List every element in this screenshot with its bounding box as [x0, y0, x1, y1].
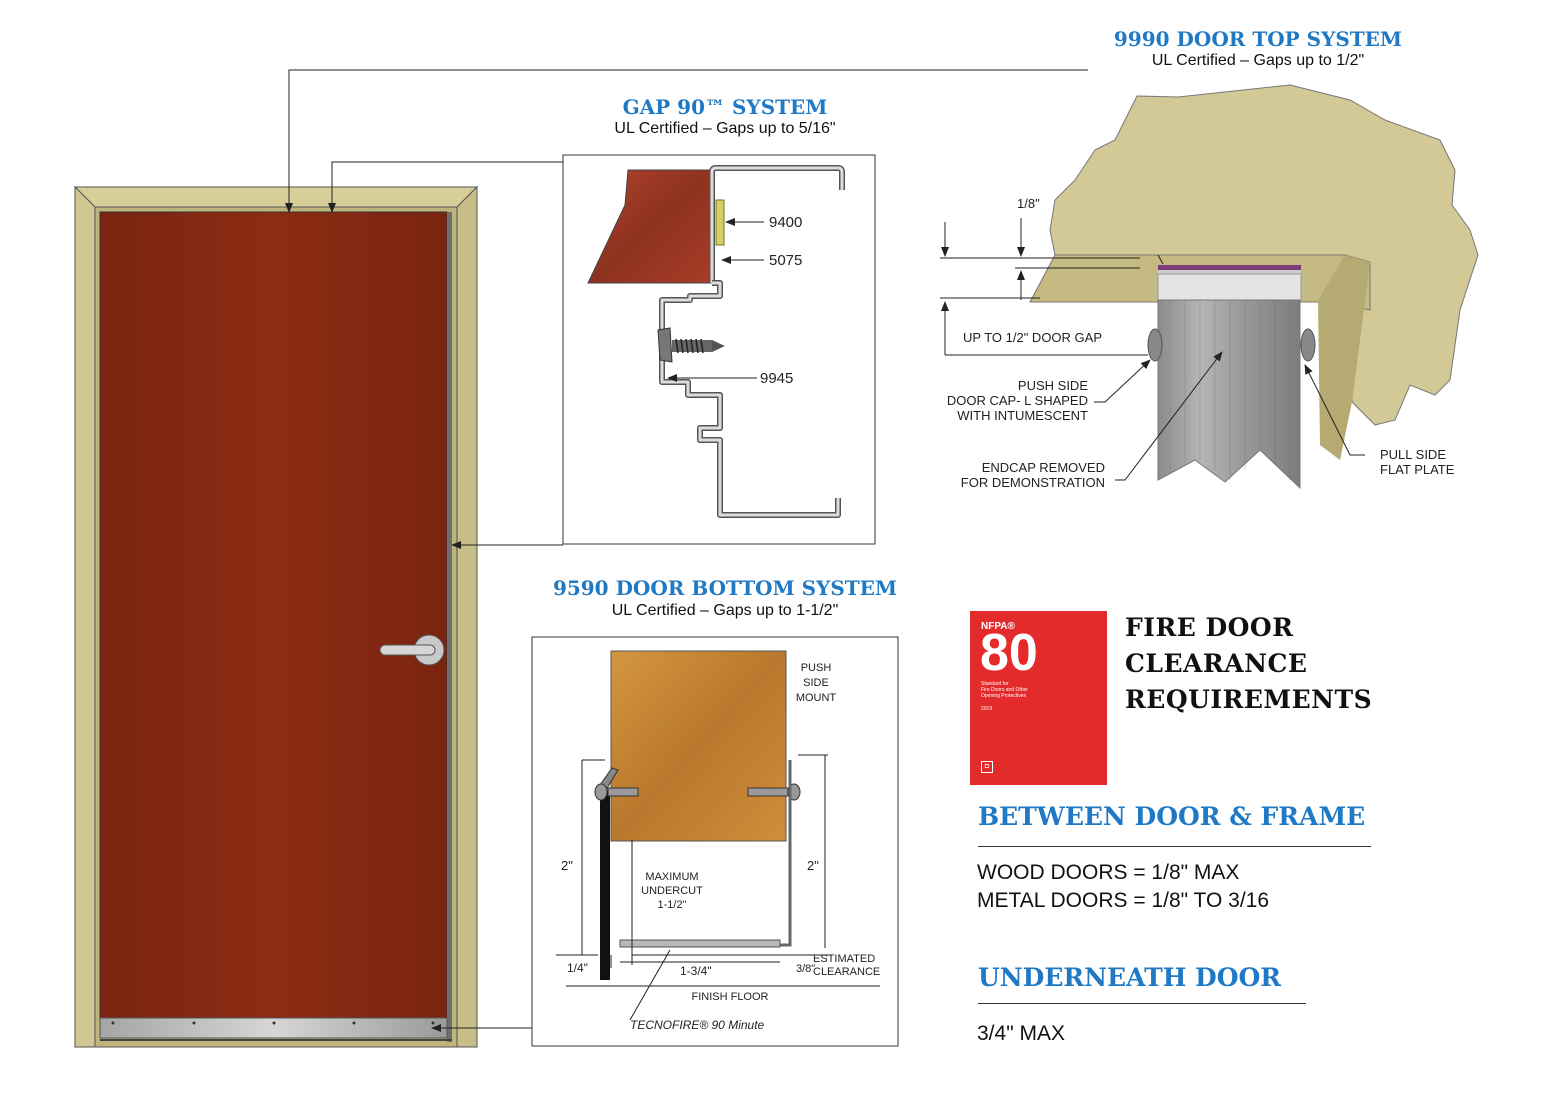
- dim-quarter: 1/4": [567, 961, 588, 975]
- gap90-title: GAP 90™ SYSTEM: [622, 95, 828, 119]
- part-5075: 5075: [769, 252, 803, 269]
- section-rule: [978, 846, 1371, 847]
- door-handle: [379, 634, 445, 666]
- metal-doors-text: METAL DOORS = 1/8" TO 3/16: [977, 889, 1270, 912]
- product-label: TECNOFIRE® 90 Minute: [630, 1018, 765, 1032]
- door-bottom-title: 9590 DOOR BOTTOM SYSTEM: [552, 576, 898, 600]
- part-9400: 9400: [769, 214, 803, 231]
- finish-floor-label: FINISH FLOOR: [691, 991, 769, 1003]
- part-9945: 9945: [760, 370, 794, 387]
- dim-width: 1-3/4": [680, 964, 712, 978]
- door-top-subtitle: UL Certified – Gaps up to 1/2": [1151, 52, 1365, 69]
- screw-icon: [657, 327, 725, 363]
- underneath-text: 3/4" MAX: [977, 1022, 1065, 1045]
- section-heading-frame: BETWEEN DOOR & FRAME: [978, 802, 1366, 831]
- door-top-title: 9990 DOOR TOP SYSTEM: [1113, 27, 1403, 51]
- gap-label: UP TO 1/2" DOOR GAP: [963, 330, 1102, 345]
- door-top-detail: [940, 84, 1479, 490]
- dim-eighth: 1/8": [1017, 196, 1040, 211]
- leader-lines: [285, 69, 1088, 1032]
- dim-clearance: 3/8": [796, 963, 816, 975]
- nfpa-80-book-icon: NFPA® 80 Standard for Fire Doors and Oth…: [970, 611, 1107, 785]
- clearance-title: FIRE DOOR CLEARANCE REQUIREMENTS: [1125, 613, 1373, 714]
- door-bottom-subtitle: UL Certified – Gaps up to 1-1/2": [611, 602, 839, 619]
- gap90-subtitle: UL Certified – Gaps up to 5/16": [614, 120, 836, 137]
- dim-right-2in: 2": [807, 858, 819, 873]
- dim-left-2in: 2": [561, 858, 573, 873]
- door-elevation: [73, 185, 479, 1048]
- nfpa-logo-icon: ◘: [981, 761, 993, 773]
- section-heading-underneath: UNDERNEATH DOOR: [978, 963, 1282, 992]
- gap90-detail: [562, 154, 876, 545]
- wood-doors-text: WOOD DOORS = 1/8" MAX: [977, 861, 1240, 884]
- door-bottom-detail: [531, 636, 899, 1047]
- section-rule: [978, 1003, 1306, 1004]
